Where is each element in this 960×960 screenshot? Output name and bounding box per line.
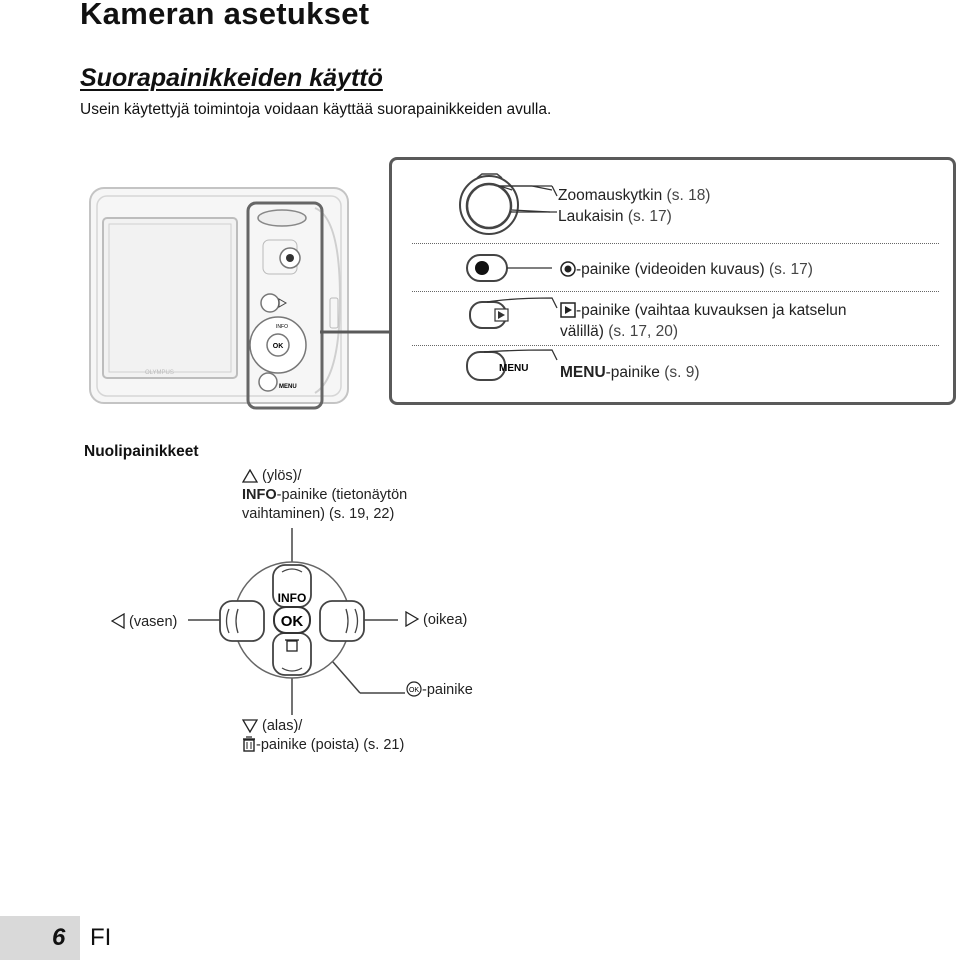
camera-back-illustration: OLYMPUS OK INFO MENU bbox=[89, 187, 349, 410]
triangle-left-icon bbox=[111, 613, 125, 629]
ok-key-label: OK-painike bbox=[406, 681, 473, 700]
playback-icon bbox=[560, 302, 576, 318]
dpad-ok-text: OK bbox=[281, 613, 304, 630]
menu-button-text: MENU bbox=[279, 384, 297, 390]
svg-text:OLYMPUS: OLYMPUS bbox=[145, 370, 174, 376]
intro-text: Usein käytettyjä toimintoja voidaan käyt… bbox=[80, 101, 552, 118]
playback-label: -painike (vaihtaa kuvauksen ja katselun bbox=[560, 300, 847, 321]
playback-button-drawing bbox=[469, 297, 558, 329]
triangle-right-icon bbox=[405, 611, 419, 627]
page-number: 6 bbox=[52, 924, 66, 951]
arrow-keys-heading: Nuolipainikkeet bbox=[84, 443, 199, 460]
divider bbox=[412, 345, 939, 346]
callout-button-drawings: MENU bbox=[459, 173, 558, 381]
ok-circle-icon: OK bbox=[406, 681, 422, 697]
zoom-shutter-drawing bbox=[459, 173, 553, 235]
down-key-label: (alas)/ -painike (poista) (s. 21) bbox=[242, 717, 404, 755]
trash-icon bbox=[243, 736, 255, 752]
triangle-down-icon bbox=[242, 719, 258, 733]
menu-button-drawing: MENU bbox=[466, 349, 558, 381]
page-title: Kameran asetukset bbox=[80, 0, 370, 31]
svg-text:OK: OK bbox=[273, 343, 284, 350]
triangle-up-icon bbox=[242, 469, 258, 483]
divider bbox=[412, 243, 939, 244]
dial-info-text: INFO bbox=[276, 324, 288, 330]
up-key-label: (ylös)/ INFO-painike (tietonäytön vaihta… bbox=[242, 468, 408, 522]
dpad-trash-icon bbox=[285, 639, 299, 652]
divider bbox=[412, 291, 939, 292]
left-key-label: (vasen) bbox=[111, 613, 177, 632]
svg-text:OK: OK bbox=[409, 687, 419, 694]
playback-label-2: välillä) (s. 17, 20) bbox=[560, 323, 679, 340]
footer-tab bbox=[0, 916, 80, 960]
movie-record-icon bbox=[560, 261, 576, 277]
movie-label: -painike (videoiden kuvaus) (s. 17) bbox=[560, 259, 813, 280]
menu-label: MENU-painike (s. 9) bbox=[560, 364, 700, 381]
movie-button-drawing bbox=[466, 254, 552, 282]
right-key-label: (oikea) bbox=[405, 611, 467, 630]
callout-connector bbox=[320, 330, 392, 334]
dpad-illustration: OK INFO bbox=[188, 528, 405, 715]
shutter-label: Laukaisin (s. 17) bbox=[558, 208, 672, 225]
callout-menu-text: MENU bbox=[499, 363, 528, 374]
section-title: Suorapainikkeiden käyttö bbox=[80, 64, 383, 92]
dpad-info-text: INFO bbox=[278, 591, 307, 605]
direct-buttons-callout: MENU Zoomauskytkin (s. 18) Laukaisin (s.… bbox=[389, 157, 956, 405]
zoom-label: Zoomauskytkin (s. 18) bbox=[558, 187, 711, 204]
language-code: FI bbox=[90, 924, 112, 951]
